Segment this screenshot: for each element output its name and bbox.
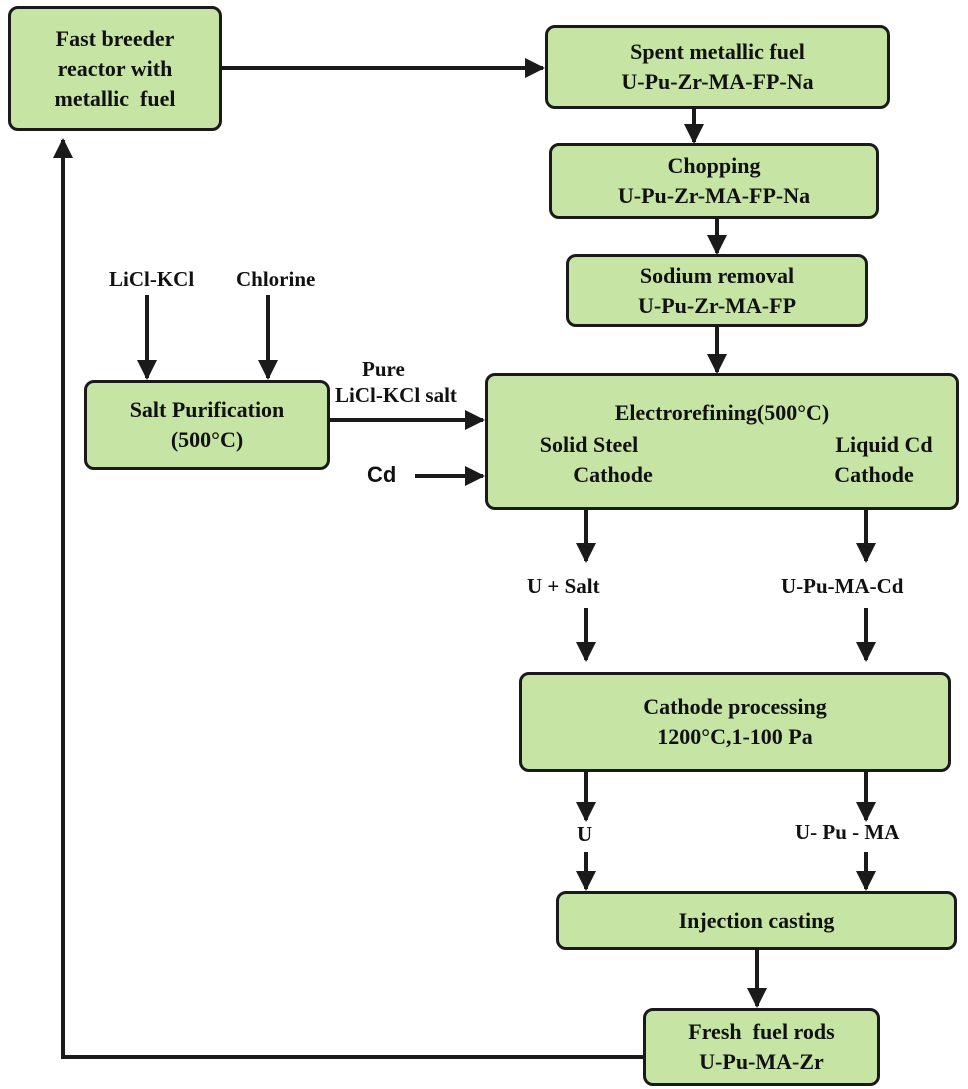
licl-kcl-label: LiCl-KCl — [109, 267, 195, 291]
box-fresh-fuel: Fresh fuel rods U-Pu-MA-Zr — [643, 1008, 880, 1086]
pure-salt-line-1: Pure — [362, 357, 405, 381]
box-sodium-removal: Sodium removal U-Pu-Zr-MA-FP — [566, 254, 868, 327]
pure-salt-line-2: LiCl-KCl salt — [335, 383, 457, 407]
spent-fuel-composition: U-Pu-Zr-MA-FP-Na — [621, 69, 814, 94]
box-salt-purification: Salt Purification (500°C) — [84, 380, 330, 470]
reactor-line-3: metallic fuel — [54, 85, 176, 111]
reactor-line-1: Fast breeder — [55, 25, 175, 51]
cathode-processing-title: Cathode processing — [643, 694, 827, 719]
cathode-processing-conditions: 1200°C,1-100 Pa — [657, 724, 813, 749]
liquid-cathode-line-1: Liquid Cd — [835, 432, 933, 457]
cd-input-label: Cd — [367, 462, 397, 487]
box-electrorefining: Electrorefining(500°C) Solid Steel Catho… — [485, 373, 959, 510]
liquid-cathode-line-2: Cathode — [834, 462, 914, 487]
solid-cathode-label: Solid Steel Cathode — [504, 430, 674, 490]
liquid-cathode-label: Liquid Cd Cathode — [784, 430, 954, 490]
u-output-label: U — [577, 822, 593, 846]
salt-purification-title: Salt Purification — [129, 397, 285, 422]
fresh-fuel-composition: U-Pu-MA-Zr — [699, 1049, 824, 1074]
spent-fuel-title: Spent metallic fuel — [630, 39, 805, 64]
injection-casting-title: Injection casting — [678, 907, 835, 933]
reactor-line-2: reactor with — [57, 55, 173, 81]
pure-salt-label: Pure LiCl-KCl salt — [335, 356, 457, 408]
arrow-fresh-to-reactor-loop — [53, 138, 643, 1059]
box-cathode-processing: Cathode processing 1200°C,1-100 Pa — [519, 672, 951, 772]
electrorefining-title: Electrorefining(500°C) — [614, 400, 830, 425]
chopping-title: Chopping — [667, 153, 761, 178]
box-injection-casting: Injection casting — [556, 891, 957, 950]
fresh-fuel-title: Fresh fuel rods — [688, 1019, 835, 1044]
box-reactor: Fast breeder reactor with metallic fuel — [8, 6, 222, 131]
solid-cathode-line-1: Solid Steel — [539, 432, 639, 457]
sodium-removal-composition: U-Pu-Zr-MA-FP — [637, 292, 797, 318]
chopping-composition: U-Pu-Zr-MA-FP-Na — [617, 183, 811, 208]
box-chopping: Chopping U-Pu-Zr-MA-FP-Na — [549, 143, 879, 219]
salt-purification-temp: (500°C) — [170, 427, 244, 452]
solid-cathode-line-2: Cathode — [573, 462, 653, 487]
u-salt-label: U + Salt — [527, 574, 600, 598]
u-pu-ma-cd-label: U-Pu-MA-Cd — [781, 574, 904, 598]
chlorine-label: Chlorine — [236, 267, 316, 291]
sodium-removal-title: Sodium removal — [639, 262, 795, 288]
u-pu-ma-label: U- Pu - MA — [795, 820, 900, 844]
box-spent-fuel: Spent metallic fuel U-Pu-Zr-MA-FP-Na — [545, 25, 890, 109]
